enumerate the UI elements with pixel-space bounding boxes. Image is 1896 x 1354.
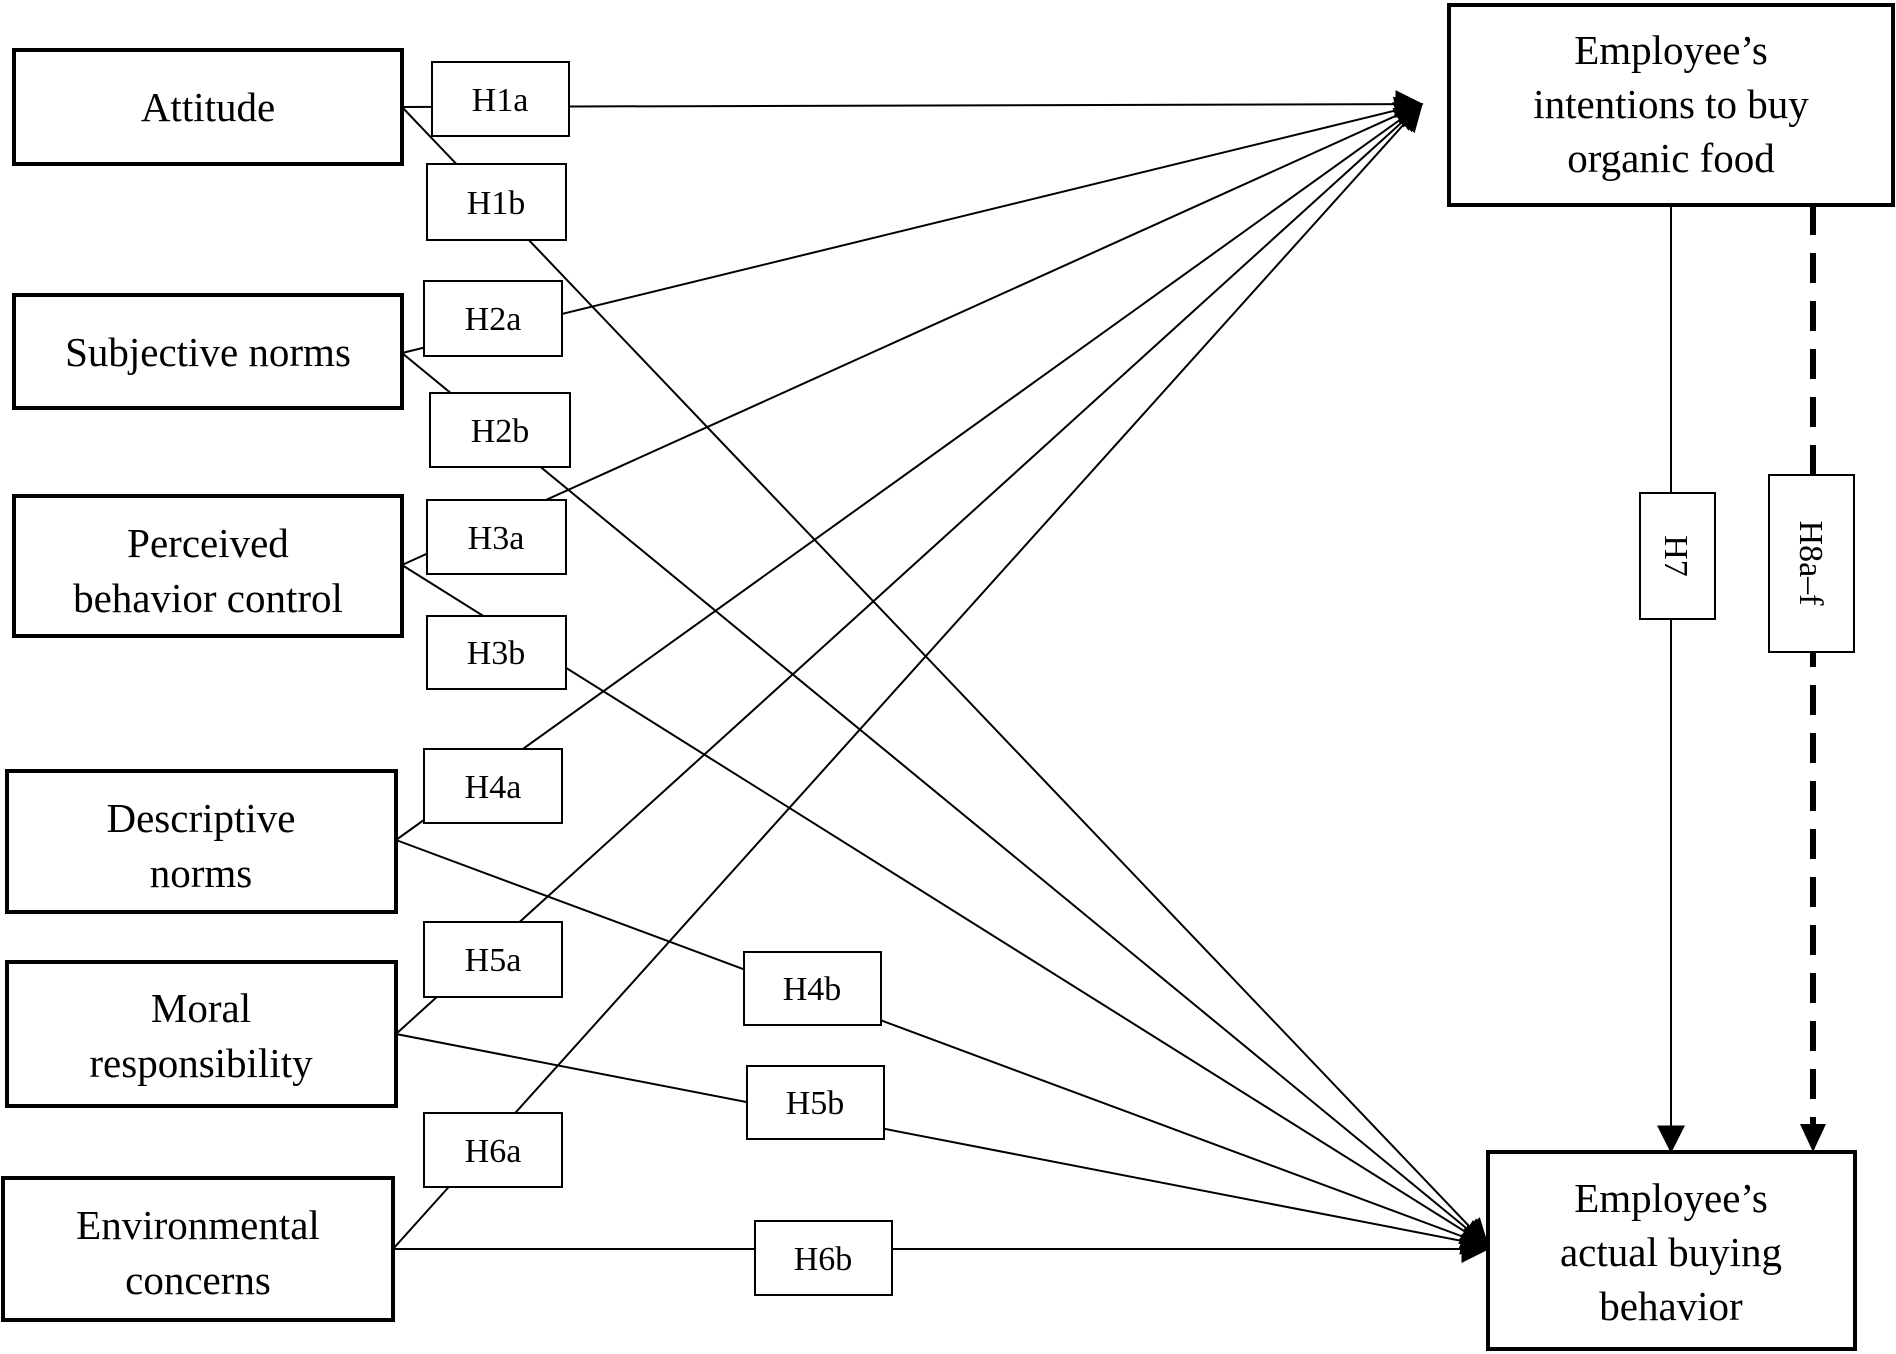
behavior-label-line3: behavior: [1599, 1283, 1743, 1329]
hypothesis-h5b: H5b: [746, 1065, 885, 1140]
hypothesis-h3b: H3b: [426, 615, 567, 690]
construct-intention: Employee’s intentions to buy organic foo…: [1447, 3, 1895, 207]
hypothesis-h1b: H1b: [426, 163, 567, 241]
environmental-concerns-label-line2: concerns: [125, 1257, 271, 1303]
descriptive-norms-label-line1: Descriptive: [107, 795, 296, 841]
h2b-label: H2b: [471, 413, 530, 450]
h3a-label: H3a: [468, 520, 525, 557]
hypothesis-h7: H7: [1639, 492, 1716, 620]
hypothesis-h5a: H5a: [423, 921, 563, 998]
construct-environmental-concerns: Environmental concerns: [1, 1176, 395, 1322]
hypothesis-h3a: H3a: [426, 499, 567, 575]
edge-perceived-control-intention: [401, 102, 1424, 566]
hypothesis-h2a: H2a: [423, 280, 563, 357]
hypothesis-h4a: H4a: [423, 748, 563, 824]
edge-environmental-concerns-intention: [392, 102, 1423, 1250]
intention-label-line2: intentions to buy: [1533, 81, 1809, 127]
moral-responsibility-label-line1: Moral: [151, 985, 251, 1031]
subjective-norms-label: Subjective norms: [65, 329, 351, 375]
hypothesis-h6b: H6b: [754, 1220, 893, 1296]
edge-subjective-norms-intention: [401, 96, 1424, 354]
h1a-label: H1a: [472, 82, 529, 119]
behavior-label-line2: actual buying: [1560, 1229, 1782, 1275]
h6a-label: H6a: [465, 1133, 522, 1170]
construct-behavior: Employee’s actual buying behavior: [1486, 1150, 1857, 1351]
environmental-concerns-label-line1: Environmental: [76, 1202, 320, 1248]
h1b-label: H1b: [467, 185, 526, 222]
attitude-label: Attitude: [141, 84, 275, 130]
construct-moral-responsibility: Moral responsibility: [5, 960, 398, 1108]
hypothesis-h6a: H6a: [423, 1112, 563, 1188]
h3b-label: H3b: [467, 635, 526, 672]
construct-perceived-behavior-control: Perceived behavior control: [12, 494, 404, 638]
descriptive-norms-label-line2: norms: [150, 850, 253, 896]
edge-subjective-norms-behavior: [401, 352, 1490, 1247]
behavior-label-line1: Employee’s: [1574, 1175, 1768, 1221]
edge-perceived-control-behavior: [401, 564, 1490, 1247]
edge-moral-responsibility-behavior: [395, 1033, 1490, 1255]
intention-label-line3: organic food: [1567, 135, 1775, 181]
hypothesis-h1a: H1a: [431, 61, 570, 137]
h4b-label: H4b: [783, 971, 842, 1008]
moral-responsibility-label-line2: responsibility: [89, 1040, 313, 1086]
construct-subjective-norms: Subjective norms: [12, 293, 404, 410]
h8-label: H8a–f: [1792, 521, 1829, 607]
edge-attitude-behavior: [401, 106, 1489, 1248]
edges: [392, 90, 1826, 1263]
construct-attitude: Attitude: [12, 48, 404, 166]
hypothesis-h4b: H4b: [743, 951, 882, 1026]
perceived-control-label-line1: Perceived: [127, 520, 289, 566]
edge-descriptive-norms-behavior: [395, 839, 1490, 1250]
perceived-control-label-line2: behavior control: [73, 575, 343, 621]
edge-descriptive-norms-intention: [395, 103, 1424, 841]
h6b-label: H6b: [794, 1241, 853, 1278]
intention-label-line1: Employee’s: [1574, 27, 1768, 73]
h7-label: H7: [1657, 535, 1694, 577]
dashed-arrowhead: [1800, 1124, 1826, 1152]
hypothesis-h8a-f: H8a–f: [1768, 474, 1855, 653]
construct-descriptive-norms: Descriptive norms: [5, 769, 398, 914]
h5b-label: H5b: [786, 1085, 845, 1122]
h2a-label: H2a: [465, 301, 522, 338]
edge-moral-responsibility-intention: [395, 103, 1424, 1035]
h4a-label: H4a: [465, 769, 522, 806]
edge-attitude-intention: [401, 90, 1424, 119]
h5a-label: H5a: [465, 942, 522, 979]
hypothesis-h2b: H2b: [429, 392, 571, 468]
